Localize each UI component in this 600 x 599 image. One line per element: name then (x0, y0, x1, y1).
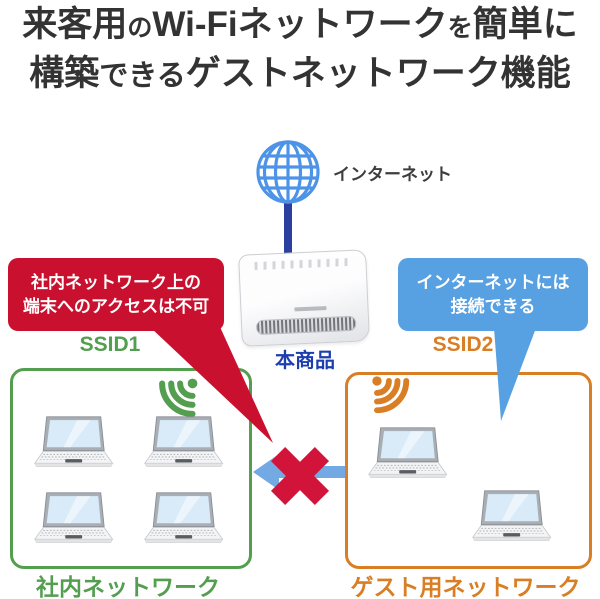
ssid1-label: SSID1 (79, 333, 141, 356)
ssid2-label: SSID2 (432, 333, 494, 356)
internet-label: インターネット (333, 165, 452, 184)
laptop-icon (34, 492, 114, 544)
globe-icon (256, 140, 320, 204)
router-uplink-line (284, 200, 292, 254)
guest-network-label: ゲスト用ネットワーク (350, 574, 581, 599)
guest-network-box (345, 372, 592, 569)
title-line-2: 構築できるゲストネットワーク機能 (29, 54, 571, 93)
router-ports (254, 257, 351, 271)
title-line-1: 来客用のWi-Fiネットワークを簡単に (22, 5, 578, 44)
router-vent (255, 315, 357, 336)
router-label: 本商品 (275, 350, 335, 372)
callout-allowed: インターネットには 接続できる (398, 258, 588, 331)
callout-restriction-line2: 端末へのアクセスは不可 (22, 296, 210, 316)
router-device (236, 246, 372, 347)
router-body (238, 249, 370, 347)
callout-allowed-line2: 接続できる (450, 296, 536, 316)
wifi-signal-icon (364, 368, 416, 420)
company-network-label: 社内ネットワーク (36, 574, 220, 599)
cross-icon (271, 447, 329, 505)
laptop-icon (368, 427, 448, 479)
callout-allowed-line1: インターネットには (416, 272, 570, 292)
page-title: 来客用のWi-Fiネットワークを簡単に 構築できるゲストネットワーク機能 (0, 2, 600, 99)
laptop-icon (144, 416, 224, 468)
laptop-icon (144, 492, 224, 544)
laptop-icon (34, 416, 114, 468)
router-logo (294, 306, 327, 312)
laptop-icon (472, 490, 552, 542)
arrow-left-icon (253, 454, 345, 490)
callout-restriction: 社内ネットワーク上の 端末へのアクセスは不可 (8, 258, 224, 331)
callout-restriction-line1: 社内ネットワーク上の (31, 272, 201, 292)
